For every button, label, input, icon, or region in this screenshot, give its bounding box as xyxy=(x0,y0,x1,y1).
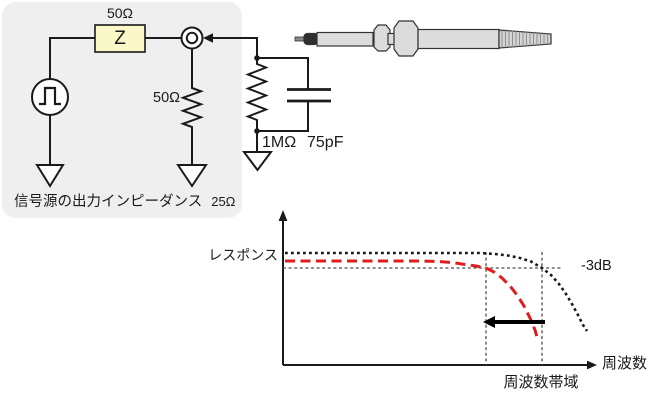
termination-resistor-label: 50Ω xyxy=(153,90,180,106)
chart-curves xyxy=(285,251,589,342)
x-axis-arrowhead xyxy=(587,360,597,370)
wire-probe-to-bnc xyxy=(213,37,258,58)
termination-resistor xyxy=(180,48,204,165)
chart-x-axis-label: 周波数 xyxy=(602,355,648,372)
probe-front-barrel xyxy=(316,31,374,47)
bnc-connector-inner xyxy=(185,31,199,45)
ground-icon-termination xyxy=(176,164,208,188)
impedance-block xyxy=(94,24,146,53)
bandwidth-annotation: 周波数帯域 xyxy=(503,374,579,391)
chart-y-axis-label: レスポンス xyxy=(208,247,278,263)
input-resistance-label: 1MΩ xyxy=(262,134,297,151)
probe-illustration xyxy=(294,20,552,57)
response-chart xyxy=(278,210,597,370)
input-resistor xyxy=(245,58,269,152)
probe-strain-relief xyxy=(498,29,552,49)
y-axis-arrowhead xyxy=(278,210,288,221)
source-impedance-note-text: 信号源の出力インピーダンス xyxy=(14,194,203,210)
bandwidth-shift-arrow xyxy=(483,316,545,328)
curve-original-response-dotted xyxy=(285,251,589,332)
junction-dot-top xyxy=(254,55,260,61)
minus3db-annotation: -3dB xyxy=(581,258,612,274)
signal-source-circuit xyxy=(31,24,208,188)
source-impedance-note: 信号源の出力インピーダンス 25Ω xyxy=(14,194,236,211)
shift-arrow-head xyxy=(483,316,495,328)
probe-main-body xyxy=(417,28,500,50)
chart-guides xyxy=(283,252,563,365)
pulse-generator-icon xyxy=(31,78,69,116)
probe-collar-large xyxy=(393,20,419,57)
ground-icon-source xyxy=(35,164,65,188)
wire-cap-bottom xyxy=(257,102,309,132)
curve-probe-loaded-response-dashed xyxy=(285,259,540,342)
pulse-waveform-icon xyxy=(39,86,61,106)
arrowhead-into-bnc xyxy=(203,33,213,43)
z-block-label: Z xyxy=(114,28,126,49)
probe-input-network xyxy=(203,33,331,172)
probe-strain-relief-ribs xyxy=(501,30,548,48)
junction-dot-bottom xyxy=(254,128,260,134)
wire-source-to-z xyxy=(49,37,95,79)
source-impedance-note-value: 25Ω xyxy=(211,194,236,209)
input-capacitance-label: 75pF xyxy=(307,134,344,151)
series-impedance-label: 50Ω xyxy=(106,5,134,21)
probe-collar-small xyxy=(373,24,391,52)
wire-cap-top xyxy=(257,57,309,89)
ground-icon-input xyxy=(242,151,273,172)
probe-tip-cap xyxy=(303,32,319,46)
